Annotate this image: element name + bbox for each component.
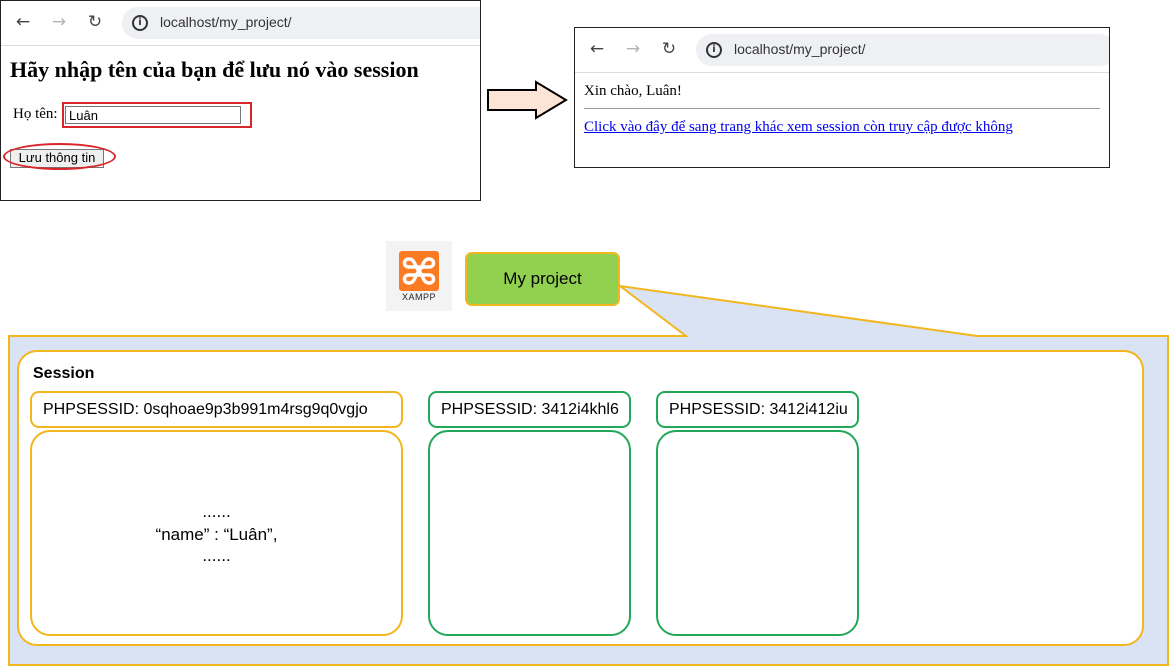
browser-toolbar: ← → ↻ i localhost/my_project/ [1, 1, 480, 46]
address-bar[interactable]: i localhost/my_project/ [696, 34, 1109, 66]
url-text: localhost/my_project/ [160, 14, 292, 30]
xampp-label: XAMPP [401, 292, 436, 302]
flow-arrow [487, 80, 568, 120]
xampp-logo: XAMPP [386, 241, 452, 311]
greeting-text: Xin chào, Luân! [584, 83, 682, 99]
divider [584, 108, 1100, 109]
session-id-label: PHPSESSID: 3412i412iu [656, 391, 859, 428]
browser-window-form: ← → ↻ i localhost/my_project/ Hãy nhập t… [0, 0, 481, 201]
session-store: ...... “name” : “Luân”, ...... [30, 430, 403, 636]
forward-icon[interactable]: → [625, 39, 641, 59]
name-input[interactable] [65, 106, 241, 124]
name-input-highlight [62, 102, 252, 128]
reload-icon[interactable]: ↻ [661, 39, 677, 59]
session-name-entry: “name” : “Luân”, [155, 525, 278, 544]
back-icon[interactable]: ← [589, 39, 605, 59]
xampp-icon [399, 251, 439, 291]
save-button-highlight [3, 143, 116, 170]
info-icon[interactable]: i [132, 15, 148, 31]
session-check-link[interactable]: Click vào đây để sang trang khác xem ses… [584, 119, 1013, 135]
session-ellipsis-bottom: ...... [202, 546, 231, 565]
name-label: Họ tên: [13, 106, 58, 122]
back-icon[interactable]: ← [15, 12, 31, 32]
url-text: localhost/my_project/ [734, 41, 866, 57]
session-store [656, 430, 859, 636]
reload-icon[interactable]: ↻ [87, 12, 103, 32]
my-project-box: My project [465, 252, 620, 306]
session-store [428, 430, 631, 636]
browser-window-result: ← → ↻ i localhost/my_project/ Xin chào, … [574, 27, 1110, 168]
address-bar[interactable]: i localhost/my_project/ [122, 7, 480, 39]
page-heading: Hãy nhập tên của bạn để lưu nó vào sessi… [10, 57, 419, 82]
browser-toolbar: ← → ↻ i localhost/my_project/ [575, 28, 1109, 73]
info-icon[interactable]: i [706, 42, 722, 58]
forward-icon[interactable]: → [51, 12, 67, 32]
session-id-label: PHPSESSID: 0sqhoae9p3b991m4rsg9q0vgjo [30, 391, 403, 428]
session-ellipsis-top: ...... [202, 502, 231, 521]
session-id-label: PHPSESSID: 3412i4khl6 [428, 391, 631, 428]
session-title: Session [33, 365, 95, 382]
